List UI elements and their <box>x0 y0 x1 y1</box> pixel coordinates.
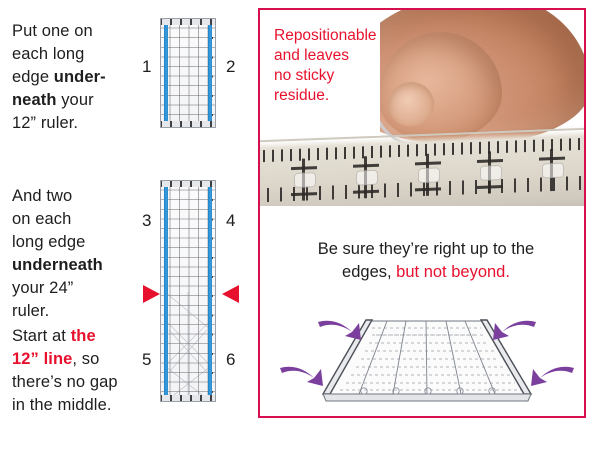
diagram-ruler-face <box>325 320 529 395</box>
label-strip-1: 1 <box>142 57 152 76</box>
photo-hand-peeling-strip <box>260 10 584 222</box>
midpoint-arrow-right-icon <box>222 285 239 303</box>
start-tail-a: , so <box>72 350 100 368</box>
start-lead: Start at <box>12 327 71 345</box>
adhesive-strip-right-2 <box>208 18 212 128</box>
label-strip-6: 6 <box>226 350 236 369</box>
diagram-arrow-icons <box>280 320 574 386</box>
start-tail-c: in the middle. <box>12 396 112 414</box>
step12-line4-bold: neath <box>12 91 57 109</box>
step-text-start-at-12-line: Start at the 12” line, so there’s no gap… <box>12 325 152 417</box>
step12-line2: each long <box>12 45 85 63</box>
label-strip-3: 3 <box>142 211 152 230</box>
step12-line3-bold: under- <box>53 68 106 86</box>
photo-ruler-pad-5 <box>542 162 564 179</box>
arrow-top-left-icon <box>318 320 361 340</box>
ruler12-outline <box>160 18 216 128</box>
start-tail-b: there’s no gap <box>12 373 118 391</box>
photo-ruler-crossbar-5 <box>539 156 565 161</box>
adhesive-strip-left-1 <box>164 18 168 128</box>
ruler12-tick-dots-left <box>160 18 216 128</box>
ruler-12-inch-graphic <box>160 18 216 128</box>
arrow-bottom-left-icon <box>280 366 323 386</box>
start-highlight-12-line: 12” line <box>12 350 73 368</box>
ruler12-top-cap <box>160 18 216 25</box>
midpoint-arrow-left-icon <box>143 285 160 303</box>
step12-line3-plain: edge <box>12 68 54 86</box>
step24-line2: on each <box>12 210 72 228</box>
ruler24-top-cap <box>160 180 216 187</box>
step-text-12-inch-ruler: Put one on each long edge under- neath y… <box>12 20 144 135</box>
photo-ruler-crossbar-4 <box>477 158 503 163</box>
photo-ruler-crossbar-2 <box>353 163 379 168</box>
caption-edges-line2-plain: edges, <box>342 263 397 281</box>
step24-line5: your 24” <box>12 279 74 297</box>
diagram-ruler-perspective <box>260 306 584 416</box>
ruler24-diagonal-lines <box>165 291 211 402</box>
photo-ruler-pad-1 <box>294 172 316 188</box>
right-panel: Repositionable and leaves no sticky resi… <box>258 8 586 418</box>
ruler24-outline <box>160 180 216 402</box>
caption-red-line3: no sticky <box>274 67 335 84</box>
step24-line4-bold: underneath <box>12 256 103 274</box>
caption-edges-line2-red: but not beyond. <box>396 263 510 281</box>
adhesive-strip-left-35 <box>164 180 168 402</box>
caption-red-line2: and leaves <box>274 47 349 64</box>
diagram-front-rail <box>322 393 532 402</box>
arrow-bottom-right-icon <box>531 366 574 386</box>
step12-line4-plain: your <box>56 91 94 109</box>
photo-ruler-crossbar-3 <box>415 161 441 166</box>
caption-edges-line1: Be sure they’re right up to the <box>317 240 535 258</box>
caption-edges: Be sure they’re right up to the edges, b… <box>274 238 578 284</box>
photo-ruler-ticks-top <box>260 137 584 163</box>
caption-red-line4: residue. <box>274 87 330 104</box>
label-strip-4: 4 <box>226 211 236 230</box>
start-highlight-the: the <box>70 327 96 345</box>
photo-ruler-pad-2 <box>356 169 378 186</box>
step12-line5: 12” ruler. <box>12 114 79 132</box>
photo-ruler-pad-4 <box>480 165 502 181</box>
arrow-top-right-icon <box>493 320 536 340</box>
caption-repositionable: Repositionable and leaves no sticky resi… <box>274 26 414 106</box>
ruler24-bottom-cap <box>160 395 216 402</box>
step24-line3: long edge <box>12 233 86 251</box>
label-strip-5: 5 <box>142 350 152 369</box>
step24-line1: And two <box>12 187 73 205</box>
ruler12-bottom-cap <box>160 121 216 128</box>
photo-white-base <box>260 206 584 222</box>
step24-line6: ruler. <box>12 302 50 320</box>
label-strip-2: 2 <box>226 57 236 76</box>
step-text-24-inch-ruler: And two on each long edge underneath you… <box>12 185 140 323</box>
caption-red-line1: Repositionable <box>274 27 377 44</box>
adhesive-strip-right-46 <box>208 180 212 402</box>
step12-line1: Put one on <box>12 22 93 40</box>
diagram-svg <box>280 319 574 402</box>
photo-ruler-pad-3 <box>418 167 440 184</box>
photo-white-area <box>260 10 380 136</box>
diagram-front-marks <box>360 387 496 395</box>
ruler-24-inch-graphic <box>160 180 216 402</box>
photo-ruler-crossbar-1 <box>291 166 317 171</box>
